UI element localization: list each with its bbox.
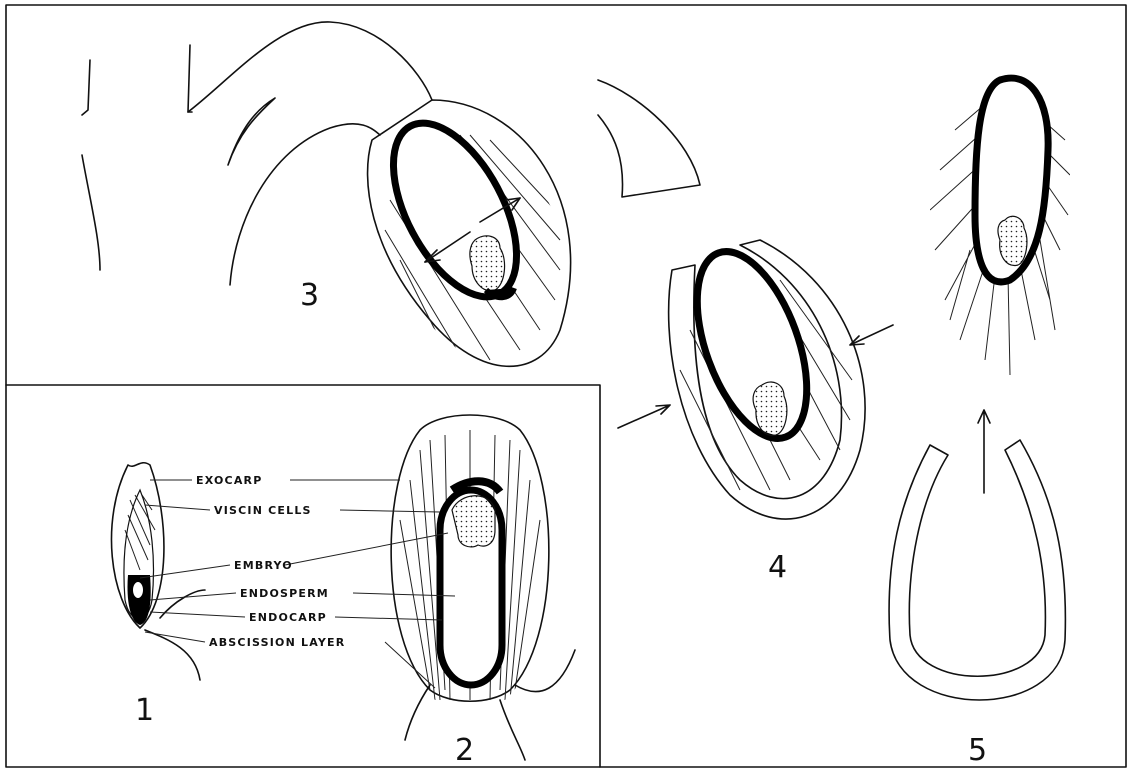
label-abscission-layer: ABSCISSION LAYER xyxy=(209,636,345,649)
panel-5-released-seed: 5 xyxy=(889,78,1070,768)
panel-3-fruit-detaching: 3 xyxy=(82,22,571,366)
label-embryo: EMBRYO xyxy=(234,559,293,572)
inset-frame xyxy=(6,385,600,767)
panel-number-1: 1 xyxy=(135,693,154,728)
label-exocarp: EXOCARP xyxy=(196,474,262,487)
figure-frame xyxy=(6,5,1126,767)
label-endocarp: ENDOCARP xyxy=(249,611,327,624)
panel-2-mature-fruit: 2 xyxy=(391,415,575,768)
panel-number-4: 4 xyxy=(768,550,787,585)
panel-4-seed-ejection: 4 xyxy=(618,237,893,585)
panel-number-2: 2 xyxy=(455,733,474,768)
detached-pedicel xyxy=(598,80,700,197)
label-endosperm: ENDOSPERM xyxy=(240,587,329,600)
label-viscin-cells: VISCIN CELLS xyxy=(214,504,312,517)
panel-1-young-fruit: 1 xyxy=(111,463,205,728)
panel-number-3: 3 xyxy=(300,278,319,313)
panel-number-5: 5 xyxy=(968,733,987,768)
